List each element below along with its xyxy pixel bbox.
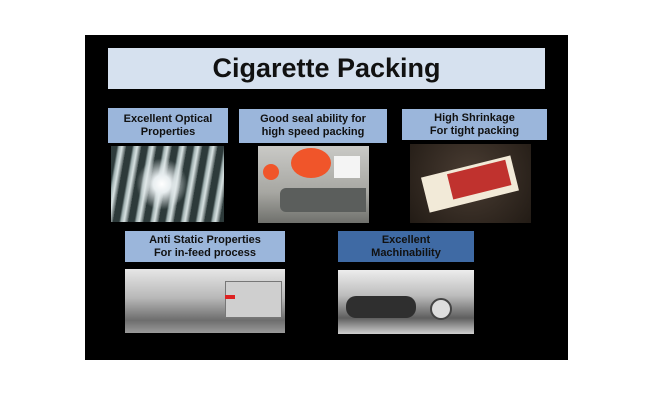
feature-label-machinability: Excellent Machinability: [338, 231, 474, 262]
feature-label-shrinkage: High Shrinkage For tight packing: [402, 109, 547, 140]
infeed-machine-image: [125, 269, 285, 333]
feature-label-optical: Excellent Optical Properties: [108, 108, 228, 143]
seal-machine-image: [258, 146, 369, 223]
feature-label-seal: Good seal ability for high speed packing: [239, 109, 387, 143]
cigarette-pack-image: [410, 144, 531, 223]
optical-film-image: [111, 146, 224, 222]
slide-title: Cigarette Packing: [108, 48, 545, 89]
feature-label-antistatic: Anti Static Properties For in-feed proce…: [125, 231, 285, 262]
wrapping-machine-image: [338, 270, 474, 334]
